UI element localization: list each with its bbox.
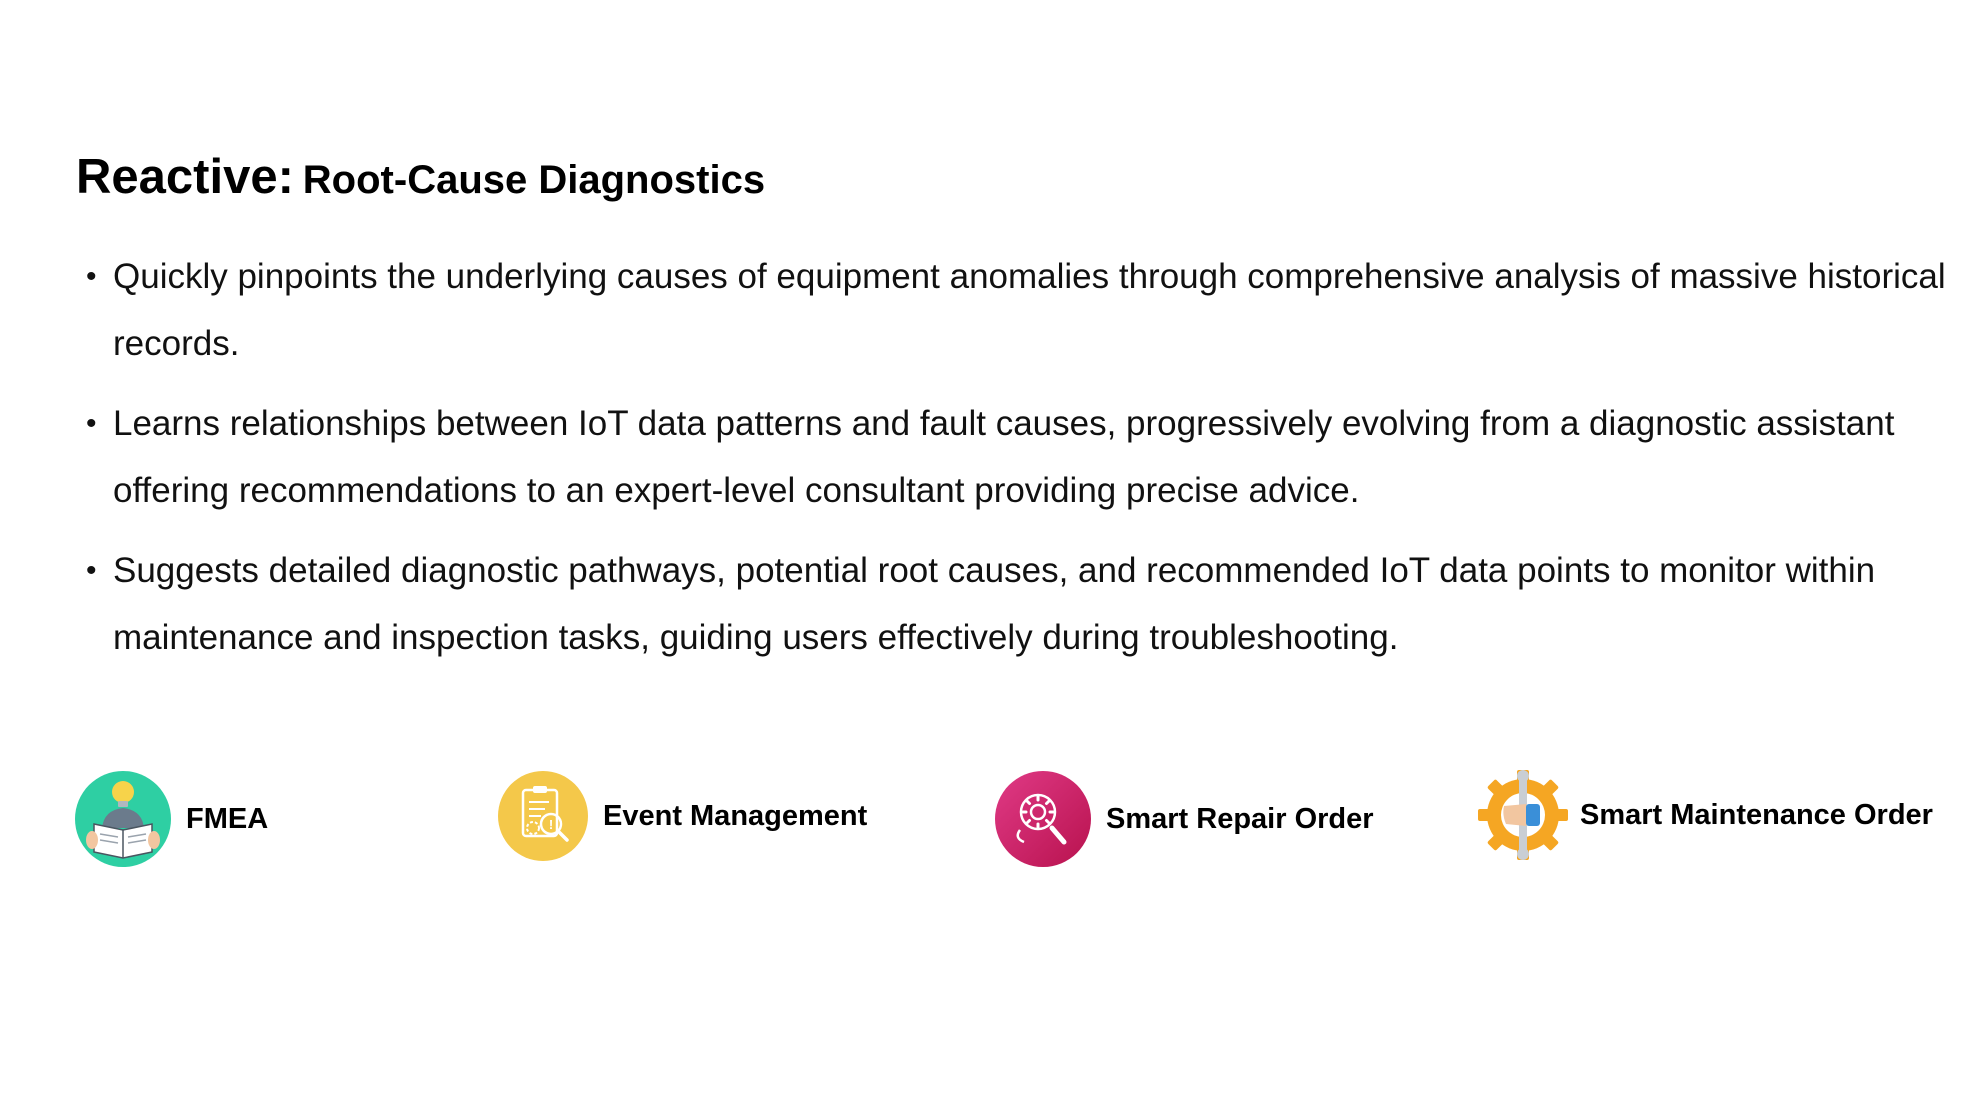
bullet-marker: • <box>86 407 97 440</box>
feature-fmea: FMEA <box>74 770 268 868</box>
title-subtitle: Root-Cause Diagnostics <box>302 158 766 202</box>
bullet-marker: • <box>86 554 97 587</box>
bullet-text: Suggests detailed diagnostic pathways, p… <box>113 551 1876 657</box>
feature-label: Event Management <box>603 799 868 832</box>
feature-label: Smart Repair Order <box>1106 802 1374 835</box>
gear-hand-wrench-icon <box>1474 766 1572 864</box>
feature-label: FMEA <box>186 802 269 835</box>
clipboard-gear-magnifier-icon: ! <box>497 770 589 862</box>
bullet-item: • Suggests detailed diagnostic pathways,… <box>86 537 1946 671</box>
bullet-marker: • <box>86 260 97 293</box>
title-main: Reactive: <box>76 150 294 204</box>
feature-event-management: ! Event Management <box>497 770 867 862</box>
person-reading-lightbulb-icon <box>74 770 172 868</box>
bullet-item: • Quickly pinpoints the underlying cause… <box>86 243 1946 377</box>
bullet-text: Quickly pinpoints the underlying causes … <box>113 257 1946 363</box>
svg-text:!: ! <box>549 817 553 832</box>
gear-magnifier-icon <box>994 770 1092 868</box>
feature-label: Smart Maintenance Order <box>1580 798 1933 831</box>
feature-smart-maintenance-order: Smart Maintenance Order <box>1474 766 1933 864</box>
feature-smart-repair-order: Smart Repair Order <box>994 770 1374 868</box>
bullet-text: Learns relationships between IoT data pa… <box>113 404 1895 510</box>
bullet-item: • Learns relationships between IoT data … <box>86 390 1946 524</box>
bullet-list: • Quickly pinpoints the underlying cause… <box>86 243 1946 684</box>
slide-title: Reactive: Root-Cause Diagnostics <box>76 153 765 202</box>
feature-row: FMEA ! Event Management <box>0 770 1972 880</box>
